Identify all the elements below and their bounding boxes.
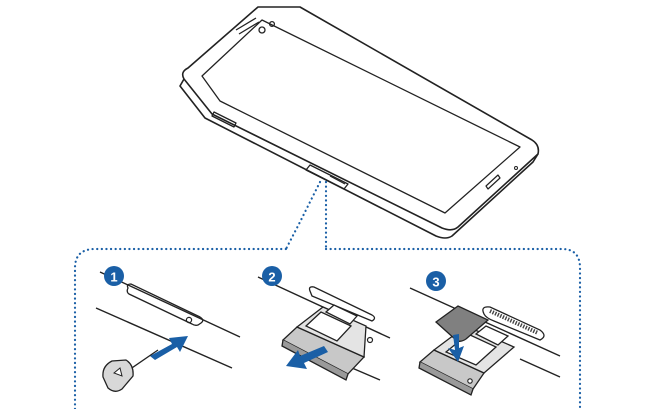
step-3-number: 3 xyxy=(432,275,439,290)
step-2-badge: 2 xyxy=(262,266,282,286)
step-1-edge-line xyxy=(95,307,233,369)
callout-dotted-outline xyxy=(73,180,582,409)
phone-screen xyxy=(201,19,521,214)
step-1-eject-hole xyxy=(185,316,193,324)
step-1-edge-line xyxy=(99,271,241,338)
step-3-insert-arrow xyxy=(448,334,464,362)
step-3-badge: 3 xyxy=(426,271,446,291)
step-2-pull-arrow xyxy=(286,346,328,369)
step-3-panel: 3 xyxy=(409,271,561,396)
step-2-number: 2 xyxy=(268,270,275,285)
phone-mic-hole xyxy=(514,166,518,170)
step-1-push-arrow xyxy=(150,336,188,360)
phone-sensor xyxy=(268,20,276,28)
step-2-tray-sim-bay xyxy=(304,311,353,342)
step-1-badge: 1 xyxy=(104,266,124,286)
phone-sim-tray-slot xyxy=(305,164,349,190)
eject-pin-tool xyxy=(102,349,159,392)
phone-earpiece xyxy=(235,17,257,31)
phone-power-key xyxy=(485,174,501,190)
phone-front-camera xyxy=(258,26,266,34)
step-1-panel: 1 xyxy=(95,266,241,392)
phone-side-key xyxy=(211,111,237,128)
phone-illustration xyxy=(179,6,540,239)
step-3-edge-line xyxy=(519,358,561,378)
step-2-tray-sd-bay xyxy=(324,304,359,325)
step-1-number: 1 xyxy=(110,270,117,285)
step-1-sim-slot xyxy=(126,283,204,326)
phone-body-outline xyxy=(181,6,540,231)
step-2-sim-slot xyxy=(308,286,376,322)
step-2-panel: 2 xyxy=(257,266,391,381)
step-2-sim-tray xyxy=(281,304,367,381)
step-3-tray-sd-bay xyxy=(474,325,510,346)
